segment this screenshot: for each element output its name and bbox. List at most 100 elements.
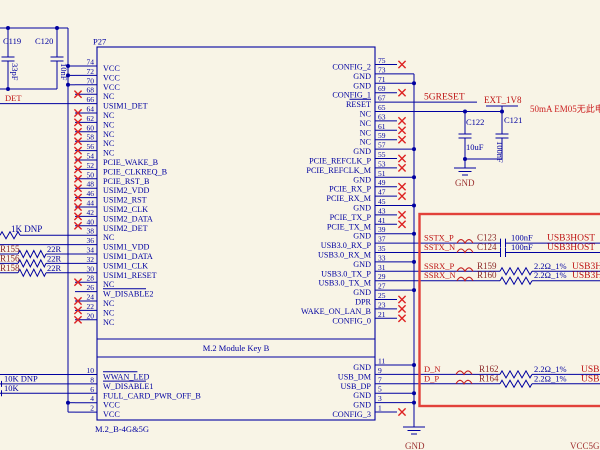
- pin-number[interactable]: 43: [378, 206, 386, 215]
- pin-number[interactable]: 34: [87, 246, 95, 255]
- pin-name[interactable]: NC: [360, 119, 372, 128]
- pin-name[interactable]: GND: [353, 147, 371, 156]
- pin-number[interactable]: 28: [87, 274, 95, 283]
- pin-number[interactable]: 56: [87, 142, 95, 151]
- pin-number[interactable]: 26: [87, 283, 95, 292]
- pin-number[interactable]: 40: [87, 217, 95, 226]
- pin-number[interactable]: 23: [378, 300, 386, 309]
- resistor-designator[interactable]: R155: [0, 244, 20, 254]
- component-part-number[interactable]: M.2_B-4G&5G: [95, 424, 149, 434]
- pin-name[interactable]: PCIE_WAKE_B: [103, 158, 159, 167]
- pin-number[interactable]: 69: [378, 84, 386, 93]
- pin-number[interactable]: 6: [90, 385, 94, 394]
- net-label-clipped[interactable]: USB3HO: [572, 271, 600, 281]
- resistor-value[interactable]: 22R: [47, 263, 62, 273]
- pin-number[interactable]: 42: [87, 208, 95, 217]
- pin-name[interactable]: NC: [103, 139, 115, 148]
- pin-name[interactable]: WWAN_LED: [103, 373, 149, 382]
- pin-number[interactable]: 8: [90, 375, 94, 384]
- resistor-value[interactable]: 1K DNP: [11, 224, 42, 234]
- pin-number[interactable]: 47: [378, 188, 386, 197]
- resistor-symbol[interactable]: [17, 268, 47, 278]
- pin-name[interactable]: USIM2_RST: [103, 196, 147, 205]
- pin-name[interactable]: GND: [353, 260, 371, 269]
- pin-name[interactable]: VCC: [103, 64, 120, 73]
- pin-name[interactable]: VCC: [103, 410, 120, 419]
- pin-number[interactable]: 32: [87, 255, 95, 264]
- pin-number[interactable]: 48: [87, 180, 95, 189]
- pin-name[interactable]: GND: [353, 288, 371, 297]
- resistor-value[interactable]: 10K: [4, 383, 20, 393]
- pin-name[interactable]: GND: [353, 81, 371, 90]
- pin-name[interactable]: VCC: [103, 401, 120, 410]
- pin-name[interactable]: USIM1_VDD: [103, 243, 149, 252]
- pin-number[interactable]: 53: [378, 159, 386, 168]
- pin-number[interactable]: 52: [87, 161, 95, 170]
- pin-name[interactable]: CONFIG_1: [332, 91, 371, 100]
- pin-name[interactable]: NC: [360, 110, 372, 119]
- pin-name[interactable]: VCC: [103, 83, 120, 92]
- pin-number[interactable]: 25: [378, 291, 386, 300]
- pin-name[interactable]: USB_DM: [338, 372, 372, 381]
- pin-name[interactable]: USIM2_CLK: [103, 205, 148, 214]
- capacitor-designator[interactable]: C122: [466, 117, 484, 127]
- pin-number[interactable]: 21: [378, 310, 386, 319]
- pin-number[interactable]: 68: [87, 86, 95, 95]
- pin-number[interactable]: 38: [87, 227, 95, 236]
- pin-name[interactable]: GND: [353, 363, 371, 372]
- pin-number[interactable]: 7: [378, 375, 382, 384]
- resistor-symbol[interactable]: [0, 230, 21, 240]
- pin-name[interactable]: FULL_CARD_PWR_OFF_B: [103, 391, 201, 400]
- pin-number[interactable]: 4: [90, 394, 94, 403]
- capacitor-value[interactable]: 10nF: [59, 63, 69, 81]
- pin-number[interactable]: 67: [378, 94, 386, 103]
- pin-number[interactable]: 30: [87, 264, 95, 273]
- module-band-label[interactable]: M.2 Module Key B: [203, 343, 270, 353]
- pin-number[interactable]: 54: [87, 152, 95, 161]
- pin-number[interactable]: 75: [378, 56, 386, 65]
- pin-name[interactable]: CONFIG_0: [332, 316, 371, 325]
- resistor-designator[interactable]: R156: [0, 253, 20, 263]
- pin-name[interactable]: GND: [353, 204, 371, 213]
- pin-name[interactable]: NC: [103, 233, 115, 242]
- pin-name[interactable]: USIM1_DATA: [103, 252, 153, 261]
- resistor-symbol[interactable]: [499, 276, 533, 286]
- pin-number[interactable]: 70: [87, 76, 95, 85]
- pin-number[interactable]: 65: [378, 103, 386, 112]
- pin-number[interactable]: 3: [378, 394, 382, 403]
- pin-name[interactable]: USIM2_DET: [103, 224, 148, 233]
- annotation-note[interactable]: 50mA EM05无此电源: [530, 103, 600, 114]
- resistor-symbol[interactable]: [499, 369, 533, 379]
- pin-name[interactable]: USIM1_RESET: [103, 271, 157, 280]
- pin-name[interactable]: USB_DP: [341, 382, 372, 391]
- net-label[interactable]: D_N: [424, 364, 441, 374]
- pin-number[interactable]: 20: [87, 311, 95, 320]
- net-label-clipped[interactable]: USB: [581, 365, 599, 375]
- pin-number[interactable]: 10: [87, 366, 95, 375]
- net-label[interactable]: SSTX_N: [424, 242, 455, 252]
- component-value[interactable]: 2.2Ω_1%: [534, 364, 567, 374]
- pin-name[interactable]: USB3.0_RX_M: [318, 251, 372, 260]
- component-designator[interactable]: R164: [479, 373, 499, 383]
- component-designator[interactable]: R160: [477, 270, 497, 280]
- pin-number[interactable]: 44: [87, 199, 95, 208]
- net-label[interactable]: SSRX_N: [424, 270, 456, 280]
- pin-number[interactable]: 58: [87, 133, 95, 142]
- resistor-value[interactable]: 22R: [47, 244, 62, 254]
- pin-name[interactable]: PCIE_REFCLK_P: [309, 157, 371, 166]
- pin-number[interactable]: 55: [378, 150, 386, 159]
- pin-name[interactable]: CONFIG_3: [332, 410, 371, 419]
- pin-name[interactable]: USIM2_DATA: [103, 214, 153, 223]
- component-designator[interactable]: R162: [479, 364, 499, 374]
- pin-name[interactable]: GND: [353, 232, 371, 241]
- pin-number[interactable]: 9: [378, 366, 382, 375]
- pin-number[interactable]: 1: [378, 404, 382, 413]
- capacitor-value[interactable]: 33pF: [10, 63, 20, 81]
- capacitor-value[interactable]: 100nF: [495, 141, 505, 163]
- resistor-designator[interactable]: R158: [0, 263, 20, 273]
- component-designator[interactable]: C123: [477, 233, 497, 243]
- pin-name[interactable]: USIM1_DET: [103, 102, 148, 111]
- pin-name[interactable]: NC: [103, 318, 115, 327]
- pin-name[interactable]: NC: [103, 111, 115, 120]
- ground-label[interactable]: GND: [455, 178, 475, 188]
